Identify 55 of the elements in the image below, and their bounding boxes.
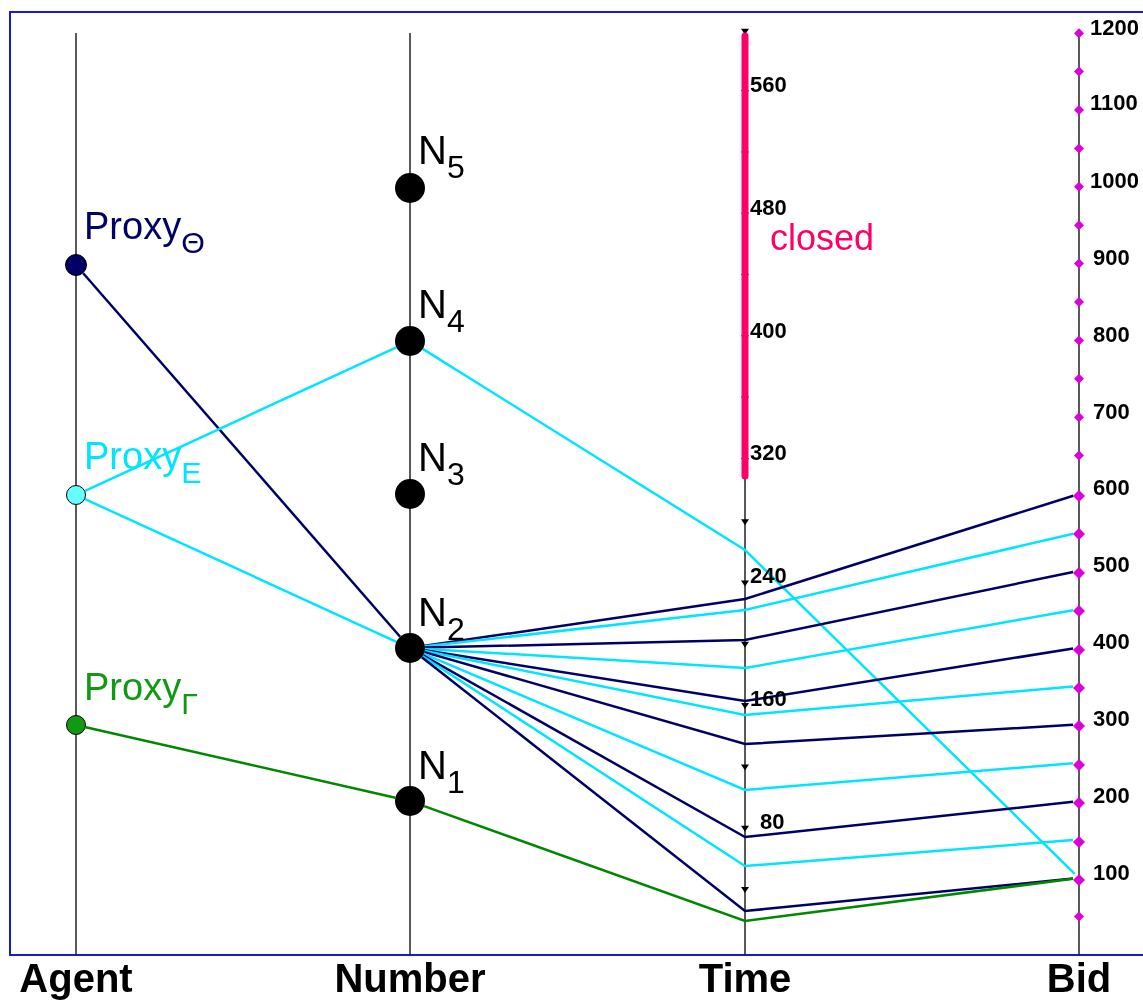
node-label: N$_{5}$ xyxy=(418,128,465,186)
tick-label: 320 xyxy=(750,442,787,464)
tick-label: 700 xyxy=(1093,401,1130,423)
connector-line xyxy=(421,656,1074,913)
node-label: N$_{2}$ xyxy=(418,590,465,648)
tick-label: 480 xyxy=(750,197,787,219)
diamond-marker xyxy=(1073,641,1085,654)
tick-label: 900 xyxy=(1093,247,1130,269)
connector-line xyxy=(423,652,1074,792)
diamond-marker xyxy=(1073,833,1085,846)
tick-label: 400 xyxy=(750,320,787,342)
node-label: Proxy$_{Θ}$ xyxy=(84,206,205,260)
tick-label: 800 xyxy=(1093,324,1130,346)
connector-line xyxy=(424,650,1074,746)
axis-title: Time xyxy=(698,958,792,998)
diamond-marker xyxy=(1073,718,1085,731)
connector-line xyxy=(82,272,402,638)
tick-label: 300 xyxy=(1093,708,1130,730)
diamond-marker xyxy=(1073,526,1085,539)
tick-label: 100 xyxy=(1093,862,1130,884)
tick-label: 1000 xyxy=(1090,170,1139,192)
connector-line xyxy=(424,494,1074,648)
connector-line xyxy=(84,498,397,643)
tick-label: 500 xyxy=(1093,554,1130,576)
tick-label: 560 xyxy=(750,74,787,96)
tick-label: 400 xyxy=(1093,631,1130,653)
tick-label: 1200 xyxy=(1090,17,1139,39)
tick-label: 600 xyxy=(1093,477,1130,499)
status-label: closed xyxy=(770,220,875,256)
connector-line xyxy=(424,570,1074,649)
diamond-marker xyxy=(1073,564,1085,577)
connector-line xyxy=(422,347,1076,875)
tick-label: 1100 xyxy=(1090,92,1138,114)
diamond-marker xyxy=(1073,795,1085,808)
diamond-marker xyxy=(1073,603,1085,616)
diamond-marker xyxy=(1073,872,1085,884)
connector-line xyxy=(424,532,1074,648)
node-label: N$_{4}$ xyxy=(418,282,465,340)
axis-title: Bid xyxy=(1046,958,1112,998)
connector-line xyxy=(424,608,1074,670)
tick-label: 80 xyxy=(760,811,785,833)
axis-title: Agent xyxy=(19,958,133,998)
diamond-marker xyxy=(1073,488,1085,500)
connector-line xyxy=(85,726,396,799)
node-label: Proxy$_{Γ}$ xyxy=(84,667,198,721)
node-label: N$_{1}$ xyxy=(418,743,465,801)
axis-title: Number xyxy=(334,958,486,998)
connector-line xyxy=(424,647,1074,703)
connector-line xyxy=(423,804,1074,923)
connector-line xyxy=(424,649,1074,717)
connector-line xyxy=(84,346,397,492)
tick-label: 200 xyxy=(1093,785,1130,807)
diamond-marker xyxy=(1073,680,1085,692)
diamond-marker xyxy=(1073,756,1085,769)
node-label: N$_{3}$ xyxy=(418,435,465,493)
